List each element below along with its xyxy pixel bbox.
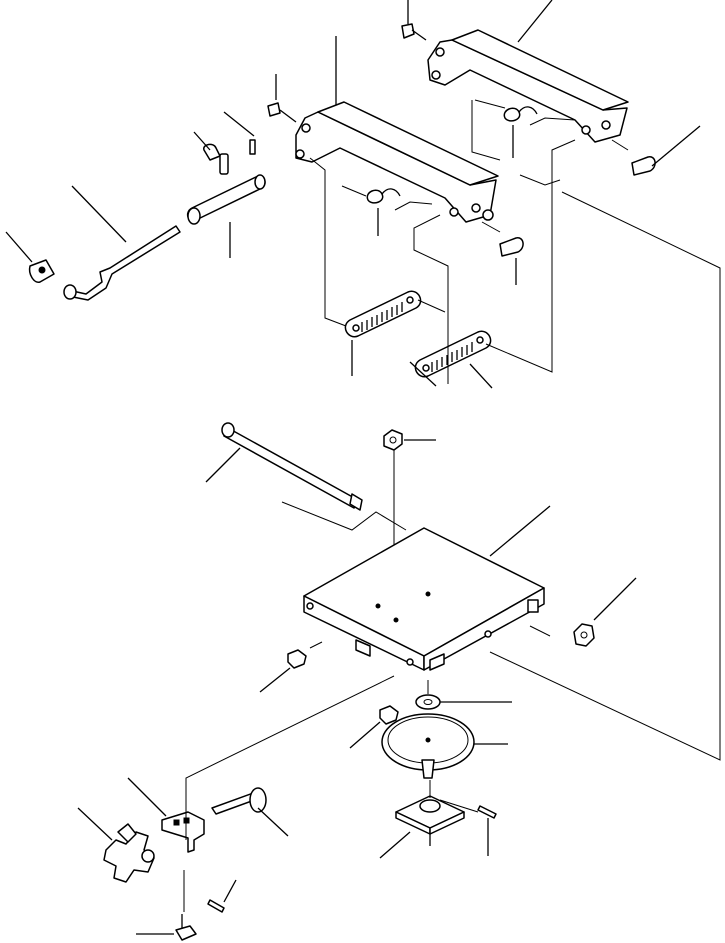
upper-rear-bracket <box>427 0 629 143</box>
disc-plate <box>381 713 508 779</box>
hinge-tube <box>186 153 266 258</box>
nut-left-small <box>482 209 494 221</box>
seat-base-plate <box>303 505 551 671</box>
star-knob <box>77 807 155 883</box>
screw-bottom <box>136 870 197 941</box>
small-pin-lower <box>207 879 237 913</box>
pin-small-left <box>223 111 256 155</box>
cap-left <box>259 641 323 693</box>
slide-rail-right <box>409 330 493 389</box>
upper-front-bracket <box>295 36 499 223</box>
bracket-plate-lower <box>127 777 205 853</box>
knob-left <box>5 231 55 283</box>
pin-upper-right <box>611 125 701 176</box>
bolt-lower <box>211 787 289 837</box>
roll-pin <box>477 805 497 856</box>
spring-clip-left <box>193 131 221 161</box>
pin-middle <box>481 221 524 285</box>
spring-upper-right <box>474 99 576 158</box>
slide-rail-left <box>344 290 422 376</box>
spacer-washer <box>415 680 512 710</box>
long-shaft <box>205 422 407 531</box>
rail-slots-right <box>431 342 473 372</box>
bolt-top <box>401 0 427 41</box>
spring-middle <box>341 185 433 236</box>
bolt-left <box>267 74 297 123</box>
lever-rod <box>63 185 181 301</box>
mount-plate-square <box>379 780 479 859</box>
cap-middle <box>349 705 399 749</box>
rail-slots-left <box>361 302 403 332</box>
nut-right <box>529 577 637 647</box>
